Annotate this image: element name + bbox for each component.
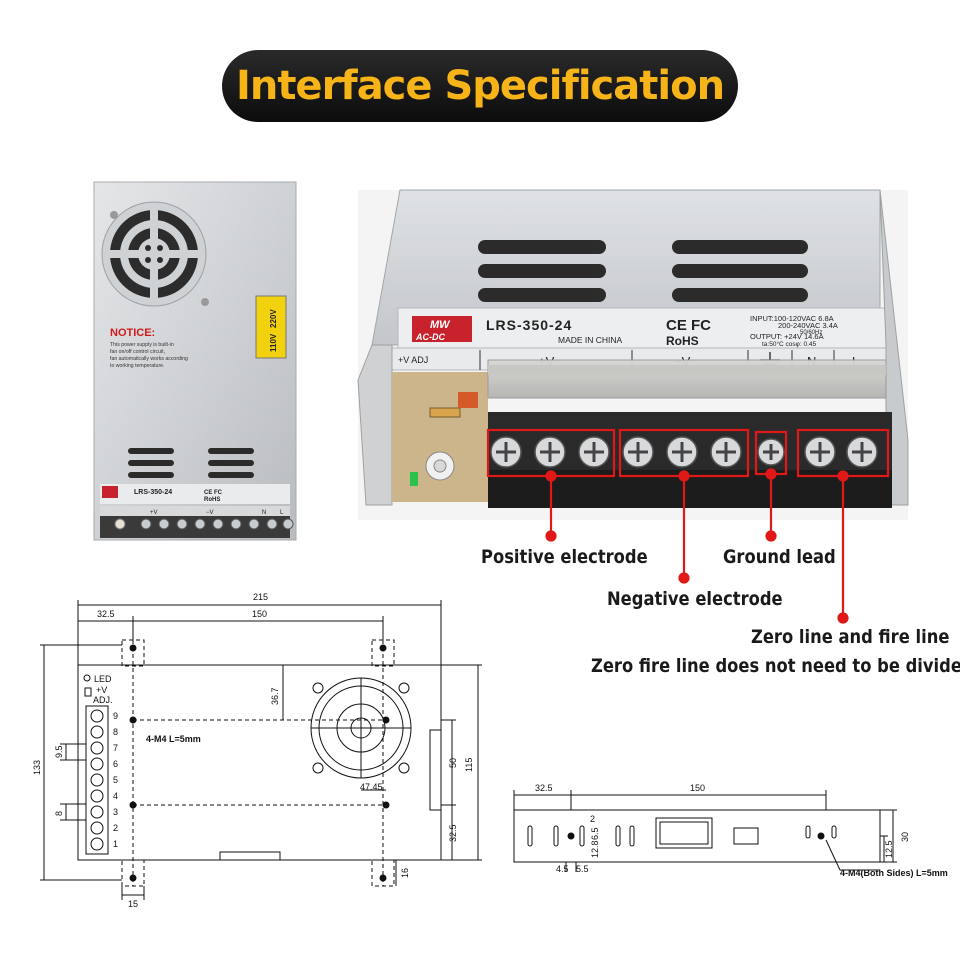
dim-115: 115 [464, 758, 474, 772]
screw-note-top: 4-M4 L=5mm [146, 734, 201, 744]
label-ground-lead: Ground lead [723, 546, 836, 568]
made-in: MADE IN CHINA [558, 335, 623, 345]
side-dim-150: 150 [690, 783, 705, 793]
small-cert: CE FC [204, 490, 223, 496]
side-dim-12-5: 12.5 [884, 840, 894, 858]
terminal-num-8: 8 [113, 727, 118, 737]
terminal-num-1: 1 [113, 839, 118, 849]
dim-32-5-v: 32.5 [448, 824, 458, 842]
banner-title: Interface Specification [235, 63, 725, 109]
side-dim-4-5: 4.5 [556, 864, 569, 874]
input-spec-1: INPUT:100-120VAC 6.8A [750, 314, 834, 323]
terminal-num-9: 9 [113, 711, 118, 721]
terminal-num-4: 4 [113, 791, 118, 801]
rohs-mark: RoHS [666, 334, 699, 348]
input-spec-3: 50/60Hz [800, 330, 822, 336]
cert-marks: CE FC [666, 317, 711, 334]
terminal-num-7: 7 [113, 743, 118, 753]
dim-50: 50 [448, 758, 458, 768]
small-term-l: L [280, 510, 284, 516]
small-term-n: N [262, 510, 266, 516]
small-rohs: RoHS [204, 497, 220, 503]
drawing-side-texts: 32.5 150 2 6.5 12.8 4.5 5.5 12.5 30 4-M4… [535, 783, 948, 878]
led-label: LED [94, 674, 112, 684]
photo-top-view: NOTICE: This power supply is built-in fa… [93, 181, 297, 541]
switch-110-label: 110V [269, 333, 278, 352]
terminal-num-5: 5 [113, 775, 118, 785]
side-dim-32-5: 32.5 [535, 783, 553, 793]
dim-32-5: 32.5 [97, 609, 115, 619]
terminal-num-6: 6 [113, 759, 118, 769]
model-number: LRS-350-24 [486, 317, 572, 333]
dim-47-45: 47.45 [360, 782, 383, 792]
title-banner: Interface Specification [222, 50, 738, 122]
side-dim-30: 30 [900, 832, 910, 842]
label-zero-fire-line: Zero line and fire line [751, 626, 950, 648]
label-negative-electrode: Negative electrode [607, 588, 783, 610]
notice-line-2: fan on/off control circuit, [110, 349, 165, 355]
side-dim-2: 2 [590, 814, 595, 824]
notice-line-3: fan automatically works according [110, 356, 188, 362]
dim-15: 15 [128, 899, 138, 909]
small-model: LRS-350-24 [134, 489, 172, 496]
dim-133: 133 [32, 760, 42, 775]
photo-terminal-closeup: MW AC-DC LRS-350-24 MADE IN CHINA CE FC … [357, 189, 909, 624]
dim-8: 8 [54, 811, 64, 816]
dim-36-7: 36.7 [270, 687, 280, 705]
dim-150: 150 [252, 609, 267, 619]
drawing-top-texts: 215 32.5 150 36.7 133 115 50 32.5 47.45 … [32, 592, 474, 909]
input-spec-2: 200-240VAC 3.4A [778, 321, 838, 330]
vplus-label: +V [96, 685, 107, 695]
drawing-top-view [40, 600, 482, 900]
terminal-num-2: 2 [113, 823, 118, 833]
drawing-fan-icon [310, 677, 412, 779]
side-dim-5-5: 5.5 [576, 864, 589, 874]
small-term-pos: +V [150, 510, 158, 516]
terminal-screws [490, 436, 878, 468]
callout-leaders [545, 468, 849, 624]
drawing-side-view [513, 790, 897, 872]
label-zero-fire-note: Zero fire line does not need to be divid… [591, 655, 960, 677]
small-term-neg: −V [206, 510, 214, 516]
brand-logo: MW [430, 319, 451, 331]
fan-grille-icon [101, 201, 207, 307]
adj-label: ADJ. [93, 695, 113, 705]
side-dim-6-5: 6.5 [590, 827, 600, 840]
side-dim-12-8: 12.8 [590, 840, 600, 858]
output-spec: OUTPUT: +24V 14.6A [750, 332, 824, 341]
label-positive-electrode: Positive electrode [481, 546, 648, 568]
dim-9-5: 9.5 [54, 745, 64, 758]
dim-215: 215 [253, 592, 268, 602]
output-spec-2: ta:50°C cosφ: 0.45 [762, 340, 817, 348]
notice-title: NOTICE: [110, 327, 155, 339]
notice-line-1: This power supply is built-in [110, 342, 174, 348]
side-screw-note: 4-M4(Both Sides) L=5mm [840, 868, 948, 878]
switch-220-label: 220V [269, 309, 278, 328]
dim-16: 16 [400, 868, 410, 878]
terminal-num-3: 3 [113, 807, 118, 817]
notice-line-4: to working temperature. [110, 363, 165, 369]
brand-sub: AC-DC [415, 332, 445, 342]
term-vadj: +V ADJ [398, 355, 428, 365]
